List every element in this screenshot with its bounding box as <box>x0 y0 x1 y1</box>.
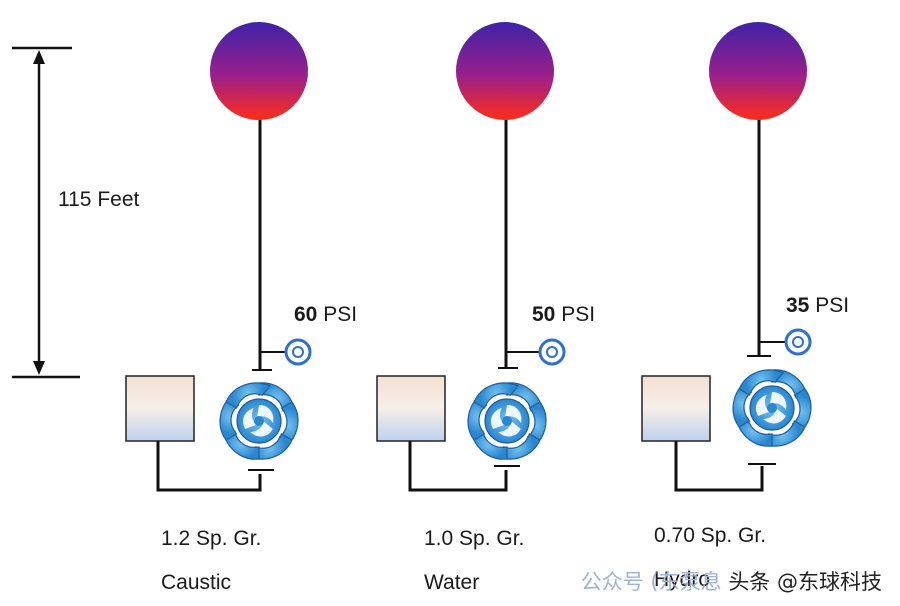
pump-icon <box>207 370 311 472</box>
elevated-sphere <box>210 22 308 120</box>
column-hydro <box>641 22 824 492</box>
dimension-arrow-up <box>33 50 45 64</box>
dimension-arrow-down <box>33 361 45 375</box>
column-water <box>376 22 566 492</box>
watermark-right: @东球科技 <box>777 570 882 594</box>
pressure-gauge-icon <box>538 338 566 366</box>
supply-tank <box>125 375 195 442</box>
gravity-label-caustic: 1.2 Sp. Gr. <box>161 527 262 550</box>
suction-pipe <box>408 441 508 492</box>
height-label: 115 Feet <box>58 188 140 211</box>
pressure-value: 60 <box>294 303 318 326</box>
supply-tank <box>641 375 711 442</box>
pressure-unit: PSI <box>561 303 596 326</box>
gravity-label-water: 1.0 Sp. Gr. <box>424 527 525 550</box>
pressure-readout-hydro: 35 PSI <box>786 294 849 318</box>
suction-pipe <box>156 441 262 492</box>
pressure-readout-caustic: 60 PSI <box>294 303 357 327</box>
fluid-label-water: Water <box>424 571 480 594</box>
pressure-value: 35 <box>786 294 810 317</box>
pump-icon <box>720 357 824 459</box>
elevated-sphere <box>456 22 554 120</box>
pressure-readout-water: 50 PSI <box>532 303 595 327</box>
height-dimension <box>12 46 80 379</box>
pump-icon <box>455 370 559 472</box>
watermark-middle: 头条 <box>728 570 771 594</box>
elevated-sphere <box>709 22 807 120</box>
fluid-label-hydro: Hydro <box>654 568 711 591</box>
gravity-label-hydro: 0.70 Sp. Gr. <box>654 524 767 547</box>
pressure-gauge-inner <box>546 346 558 358</box>
watermark: 公众号 (东泵息 头条 @东球科技 <box>581 566 882 596</box>
watermark-left: 公众号 <box>580 570 644 594</box>
pressure-unit: PSI <box>323 303 358 326</box>
fluid-label-caustic: Caustic <box>161 571 232 594</box>
pressure-unit: PSI <box>815 294 850 317</box>
pressure-gauge-icon <box>284 338 312 366</box>
pressure-gauge-icon <box>784 328 812 356</box>
watermark-faint: (东泵息 <box>650 570 722 594</box>
column-caustic <box>125 22 312 492</box>
pressure-gauge-inner <box>292 346 304 358</box>
suction-pipe <box>674 441 764 492</box>
supply-tank <box>376 375 446 442</box>
pressure-gauge-inner <box>792 336 804 348</box>
pressure-value: 50 <box>532 303 556 326</box>
